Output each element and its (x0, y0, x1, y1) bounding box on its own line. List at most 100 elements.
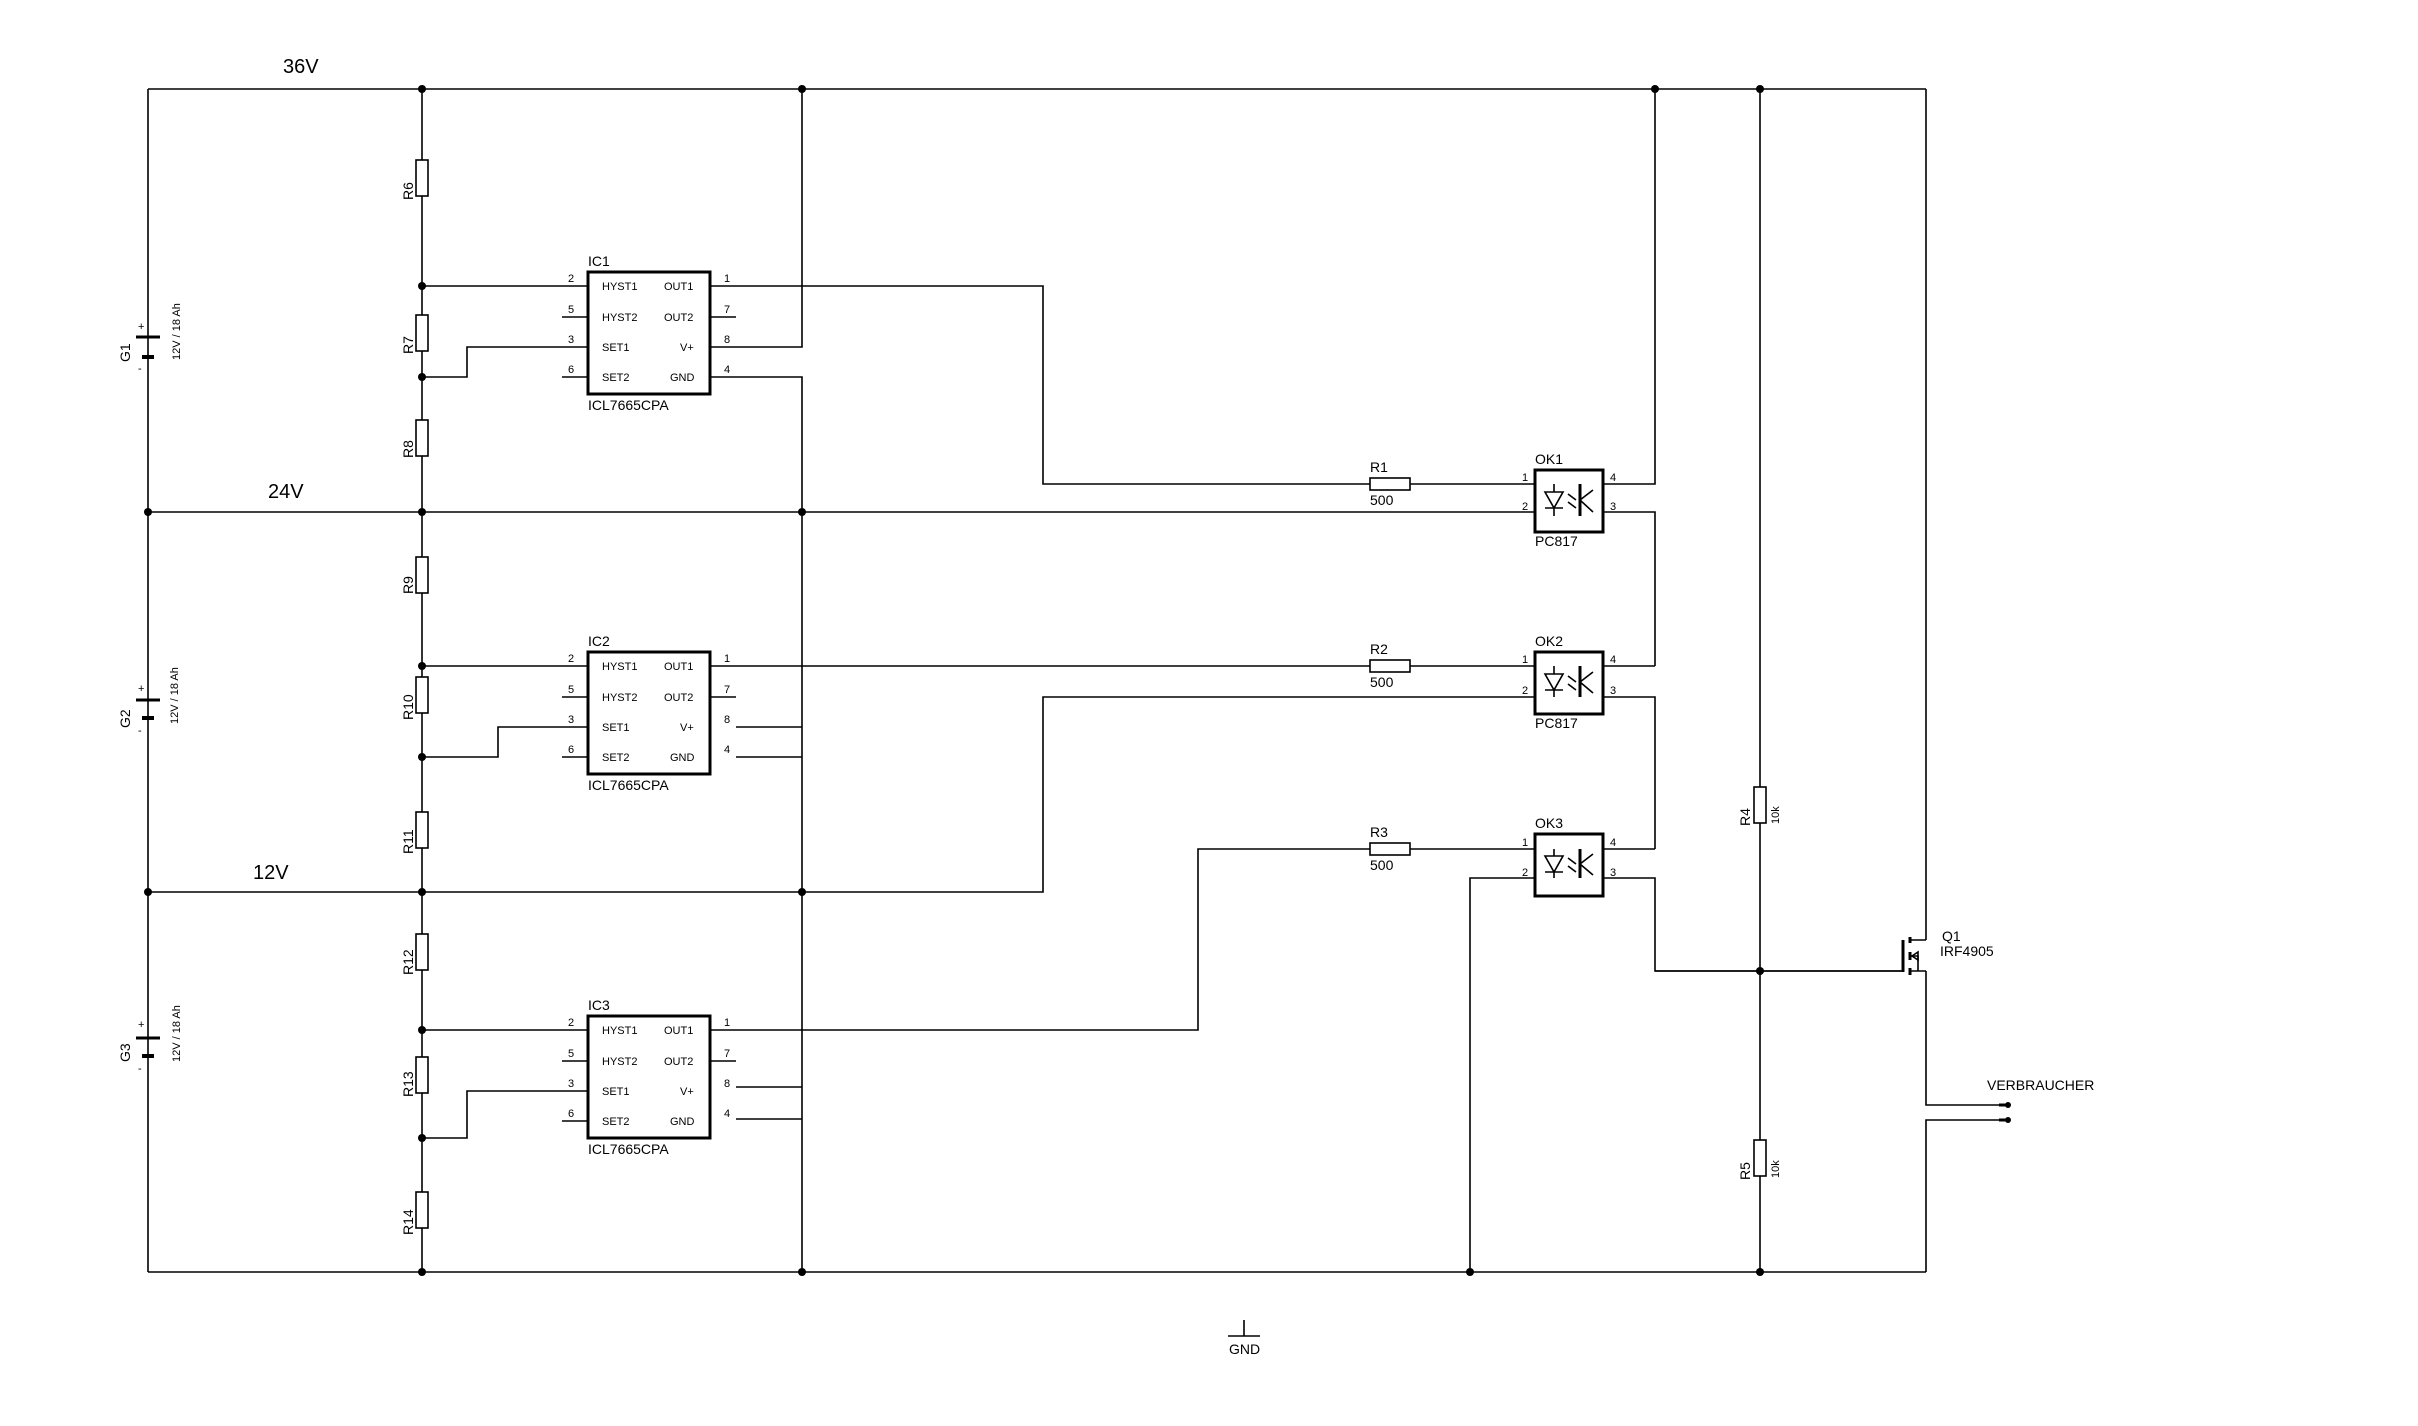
resistor-r7-name: R7 (400, 336, 416, 354)
battery-g3-value: 12V / 18 Ah (171, 1005, 183, 1062)
ic3-num-3: 3 (568, 1078, 574, 1090)
ic1-pin-hyst2: HYST2 (602, 312, 637, 324)
battery-g1-value: 12V / 18 Ah (171, 303, 183, 360)
ic1-num-8: 8 (724, 334, 730, 346)
battery-g2-name: G2 (117, 709, 133, 728)
resistor-r7: R7 (400, 314, 429, 354)
ok2-pin-3: 3 (1610, 685, 1616, 697)
ic1-name: IC1 (588, 253, 610, 269)
ground-label: GND (1229, 1341, 1260, 1357)
junction-dots (144, 85, 1764, 1276)
ic2-name: IC2 (588, 633, 610, 649)
ic1-pin-set1: SET1 (602, 342, 630, 354)
resistor-r4-value: 10k (1770, 806, 1782, 824)
ic3-num-1: 1 (724, 1017, 730, 1029)
ok1-name: OK1 (1535, 451, 1563, 467)
resistor-r1-name: R1 (1370, 459, 1388, 475)
resistor-r8-name: R8 (400, 440, 416, 458)
ic2-num-1: 1 (724, 653, 730, 665)
ic2: IC2 ICL7665CPA HYST1 HYST2 SET1 SET2 OUT… (422, 633, 1370, 793)
ic3-pin-hyst1: HYST1 (602, 1025, 637, 1037)
ic3-pin-set1: SET1 (602, 1086, 630, 1098)
battery-g3-plus: + (138, 1019, 144, 1031)
resistor-r5: R5 10k (1737, 1105, 1782, 1272)
ok2-pin-1: 1 (1522, 654, 1528, 666)
ic3-num-6: 6 (568, 1108, 574, 1120)
resistor-r5-name: R5 (1737, 1162, 1753, 1180)
ok1-pin-4: 4 (1610, 472, 1616, 484)
resistor-r13-name: R13 (400, 1071, 416, 1097)
ic2-pin-gnd: GND (670, 752, 695, 764)
ok1-pin-3: 3 (1610, 501, 1616, 513)
battery-g3: G3 12V / 18 Ah + - (117, 1005, 183, 1075)
battery-g2-minus: - (138, 725, 142, 737)
ic3-pin-vplus: V+ (680, 1086, 694, 1098)
ic1-pin-set2: SET2 (602, 372, 630, 384)
resistor-r8: R8 (400, 419, 429, 458)
q1-name: Q1 (1942, 928, 1961, 944)
ok3-pin-4: 4 (1610, 837, 1616, 849)
battery-g1-plus: + (138, 321, 144, 333)
ic3-num-5: 5 (568, 1048, 574, 1060)
ic3-num-7: 7 (724, 1048, 730, 1060)
resistor-r1: R1 500 (1369, 459, 1535, 508)
ic1-pin-hyst1: HYST1 (602, 281, 637, 293)
ic2-part: ICL7665CPA (588, 777, 669, 793)
ok1-pin-1: 1 (1522, 472, 1528, 484)
resistor-r3-name: R3 (1370, 824, 1388, 840)
ic2-num-4: 4 (724, 744, 730, 756)
battery-g2-plus: + (138, 683, 144, 695)
ic3-pin-hyst2: HYST2 (602, 1056, 637, 1068)
ic2-num-5: 5 (568, 684, 574, 696)
ground-symbol: GND (1228, 1320, 1260, 1357)
resistor-r3: R3 500 (1369, 824, 1535, 873)
ic1-pin-out2: OUT2 (664, 312, 693, 324)
ic1-pin-vplus: V+ (680, 342, 694, 354)
rail-label-24v: 24V (268, 481, 304, 503)
resistor-r12: R12 (400, 933, 429, 975)
ic2-num-2: 2 (568, 653, 574, 665)
ic2-pin-hyst2: HYST2 (602, 692, 637, 704)
resistor-r5-value: 10k (1770, 1160, 1782, 1178)
resistor-r2: R2 500 (1369, 641, 1535, 690)
ok2-part: PC817 (1535, 715, 1578, 731)
resistor-r6-name: R6 (400, 182, 416, 200)
ic3-pin-gnd: GND (670, 1116, 695, 1128)
load-label: VERBRAUCHER (1987, 1077, 2094, 1093)
rail-label-12v: 12V (253, 862, 289, 884)
resistor-r14-name: R14 (400, 1209, 416, 1235)
battery-g3-name: G3 (117, 1043, 133, 1062)
optocoupler-ok1: OK1 PC817 1 2 4 3 (1522, 89, 1656, 666)
ic2-num-8: 8 (724, 714, 730, 726)
ok3-pin-1: 1 (1522, 837, 1528, 849)
battery-g2-value: 12V / 18 Ah (169, 667, 181, 724)
ic1-num-5: 5 (568, 304, 574, 316)
ic2-pin-out2: OUT2 (664, 692, 693, 704)
ic3: IC3 ICL7665CPA HYST1 HYST2 SET1 SET2 OUT… (422, 848, 1370, 1157)
resistor-r10: R10 (400, 676, 429, 720)
bus-wires (147, 88, 2005, 1273)
resistor-r2-value: 500 (1370, 674, 1394, 690)
ic1-part: ICL7665CPA (588, 397, 669, 413)
ic3-num-2: 2 (568, 1017, 574, 1029)
ok2-pin-2: 2 (1522, 685, 1528, 697)
optocoupler-ok3: OK3 1 2 4 3 (1469, 815, 1903, 1272)
resistor-r9: R9 (400, 556, 429, 594)
battery-g1-minus: - (138, 363, 142, 375)
ic2-num-3: 3 (568, 714, 574, 726)
battery-g1: G1 12V / 18 Ah + - (117, 303, 183, 375)
ic1-num-6: 6 (568, 364, 574, 376)
ic1-pin-out1: OUT1 (664, 281, 693, 293)
ok2-name: OK2 (1535, 633, 1563, 649)
rail-label-36v: 36V (283, 56, 319, 78)
ok1-part: PC817 (1535, 533, 1578, 549)
ok2-pin-4: 4 (1610, 654, 1616, 666)
ic3-name: IC3 (588, 997, 610, 1013)
ic1-pin-gnd: GND (670, 372, 695, 384)
mosfet-q1: Q1 IRF4905 (1655, 928, 1994, 990)
resistor-r4: R4 10k (1737, 89, 1782, 1105)
ok1-pin-2: 2 (1522, 501, 1528, 513)
resistor-r3-value: 500 (1370, 857, 1394, 873)
ic1-num-7: 7 (724, 304, 730, 316)
battery-g2: G2 12V / 18 Ah + - (117, 667, 181, 737)
